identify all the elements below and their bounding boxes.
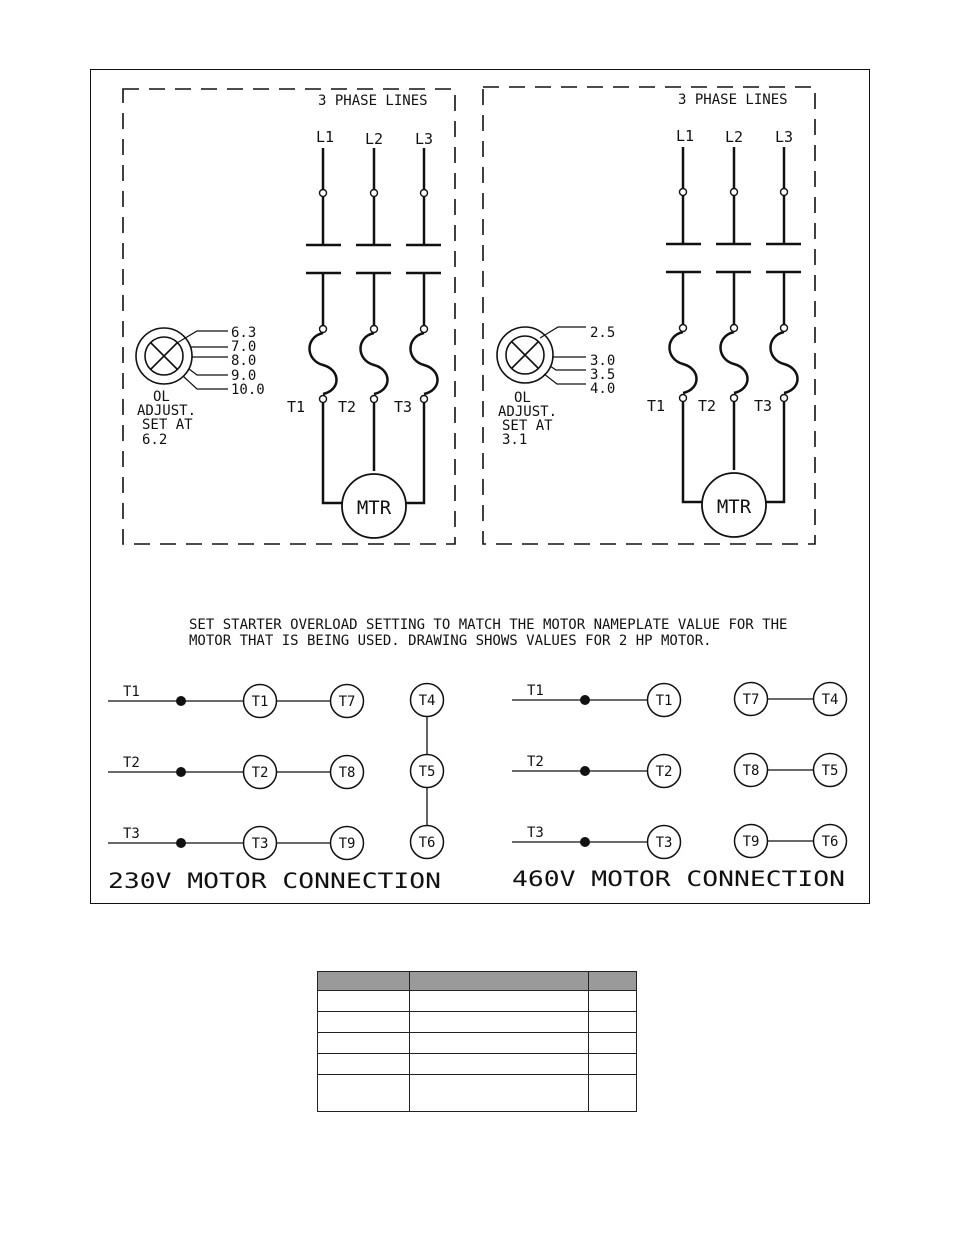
line-label-l1: L1 (316, 128, 334, 146)
table-row (317, 1053, 637, 1076)
terminal-label-t2: T2 (698, 397, 716, 415)
panel-230v: 3 PHASE LINES L1 L2 L3 (122, 88, 456, 545)
motor-circle (341, 473, 407, 539)
motor-circle (701, 472, 767, 538)
legend-table (317, 971, 637, 1112)
table-cell (408, 1011, 590, 1034)
ol-caption: 3.1 (502, 432, 527, 448)
lead-label: T2 (527, 754, 544, 770)
table-cell (588, 989, 637, 1013)
connection-230v: T1 T2 T3 T1 T7 T4 T2 T8 T5 T3 T9 T6 230V… (108, 682, 445, 893)
line-label-l3: L3 (415, 130, 433, 148)
ol-caption: ADJUST. (498, 404, 557, 420)
table-row (317, 1074, 637, 1112)
table-cell (408, 1074, 590, 1112)
ol-caption: SET AT (502, 418, 553, 434)
note-line: SET STARTER OVERLOAD SETTING TO MATCH TH… (189, 617, 787, 633)
terminal-circle-label: T7 (743, 692, 760, 708)
lead-label: T1 (527, 683, 544, 699)
terminal-label-t2: T2 (338, 398, 356, 416)
lead-label: T3 (123, 826, 140, 842)
terminal-circle-label: T1 (656, 693, 673, 709)
table-header-cell (317, 971, 410, 991)
ol-dial (135, 327, 228, 390)
ol-value: 6.3 (231, 325, 256, 341)
table-header-cell (588, 971, 637, 991)
panel-heading: 3 PHASE LINES (318, 93, 428, 109)
terminal-circle-label: T5 (822, 763, 839, 779)
panel-heading: 3 PHASE LINES (678, 92, 788, 108)
table-header-cell (408, 971, 590, 991)
ol-value: 3.5 (590, 367, 615, 383)
legend-table-header (317, 971, 637, 991)
line-label-l1: L1 (676, 127, 694, 145)
terminal-circle-label: T4 (822, 692, 839, 708)
terminal-circle-label: T1 (252, 694, 269, 710)
table-cell (317, 989, 410, 1013)
terminal-circle-label: T3 (252, 836, 269, 852)
terminal-label-t1: T1 (647, 397, 665, 415)
terminal-circle-label: T8 (339, 765, 356, 781)
table-cell (317, 1011, 410, 1034)
connection-460v: T1 T2 T3 T1 T7 T4 T2 T8 T5 T3 T9 T6 460V… (512, 681, 848, 891)
terminal-circle-label: T6 (822, 834, 839, 850)
table-cell (408, 989, 590, 1013)
terminal-circle-label: T3 (656, 835, 673, 851)
note-line: MOTOR THAT IS BEING USED. DRAWING SHOWS … (189, 633, 712, 649)
lead-label: T2 (123, 755, 140, 771)
ol-caption: ADJUST. (137, 403, 196, 419)
ol-value: 4.0 (590, 381, 615, 397)
connection-title: 460V MOTOR CONNECTION (512, 867, 845, 891)
lead-label: T1 (123, 684, 140, 700)
terminal-label-t1: T1 (287, 398, 305, 416)
ol-caption: SET AT (142, 417, 193, 433)
terminal-circle-label: T9 (339, 836, 356, 852)
motor-label: MTR (717, 496, 752, 518)
table-cell (588, 1053, 637, 1076)
ol-caption: OL (514, 390, 531, 406)
terminal-circle-label: T5 (419, 764, 436, 780)
ol-value: 2.5 (590, 325, 615, 341)
terminal-circle-label: T6 (419, 835, 436, 851)
connection-title: 230V MOTOR CONNECTION (108, 869, 441, 893)
table-cell (317, 1074, 410, 1112)
motor-label: MTR (357, 497, 392, 519)
table-cell (588, 1011, 637, 1034)
table-row (317, 1032, 637, 1055)
terminal-circle-label: T2 (656, 764, 673, 780)
ol-value: 10.0 (231, 382, 265, 398)
legend-table-body (317, 989, 637, 1112)
ol-dial (496, 326, 586, 385)
table-row (317, 1011, 637, 1034)
terminal-circle-label: T7 (339, 694, 356, 710)
lead-label: T3 (527, 825, 544, 841)
ol-value: 9.0 (231, 368, 256, 384)
terminal-circle-label: T4 (419, 693, 436, 709)
table-cell (317, 1032, 410, 1055)
ol-value: 3.0 (590, 353, 615, 369)
line-label-l2: L2 (725, 128, 743, 146)
terminal-circle-label: T9 (743, 834, 760, 850)
table-cell (588, 1074, 637, 1112)
table-cell (588, 1032, 637, 1055)
ol-value: 8.0 (231, 353, 256, 369)
panel-460v: 3 PHASE LINES L1 L2 L3 MTR T1 T2 (482, 86, 816, 545)
terminal-circle-label: T8 (743, 763, 760, 779)
table-cell (408, 1032, 590, 1055)
ol-value: 7.0 (231, 339, 256, 355)
line-label-l2: L2 (365, 130, 383, 148)
ol-caption: OL (153, 389, 170, 405)
table-cell (317, 1053, 410, 1076)
terminal-label-t3: T3 (754, 397, 772, 415)
line-label-l3: L3 (775, 128, 793, 146)
table-cell (408, 1053, 590, 1076)
terminal-circle-label: T2 (252, 765, 269, 781)
ol-caption: 6.2 (142, 432, 167, 448)
table-row (317, 989, 637, 1013)
terminal-label-t3: T3 (394, 398, 412, 416)
